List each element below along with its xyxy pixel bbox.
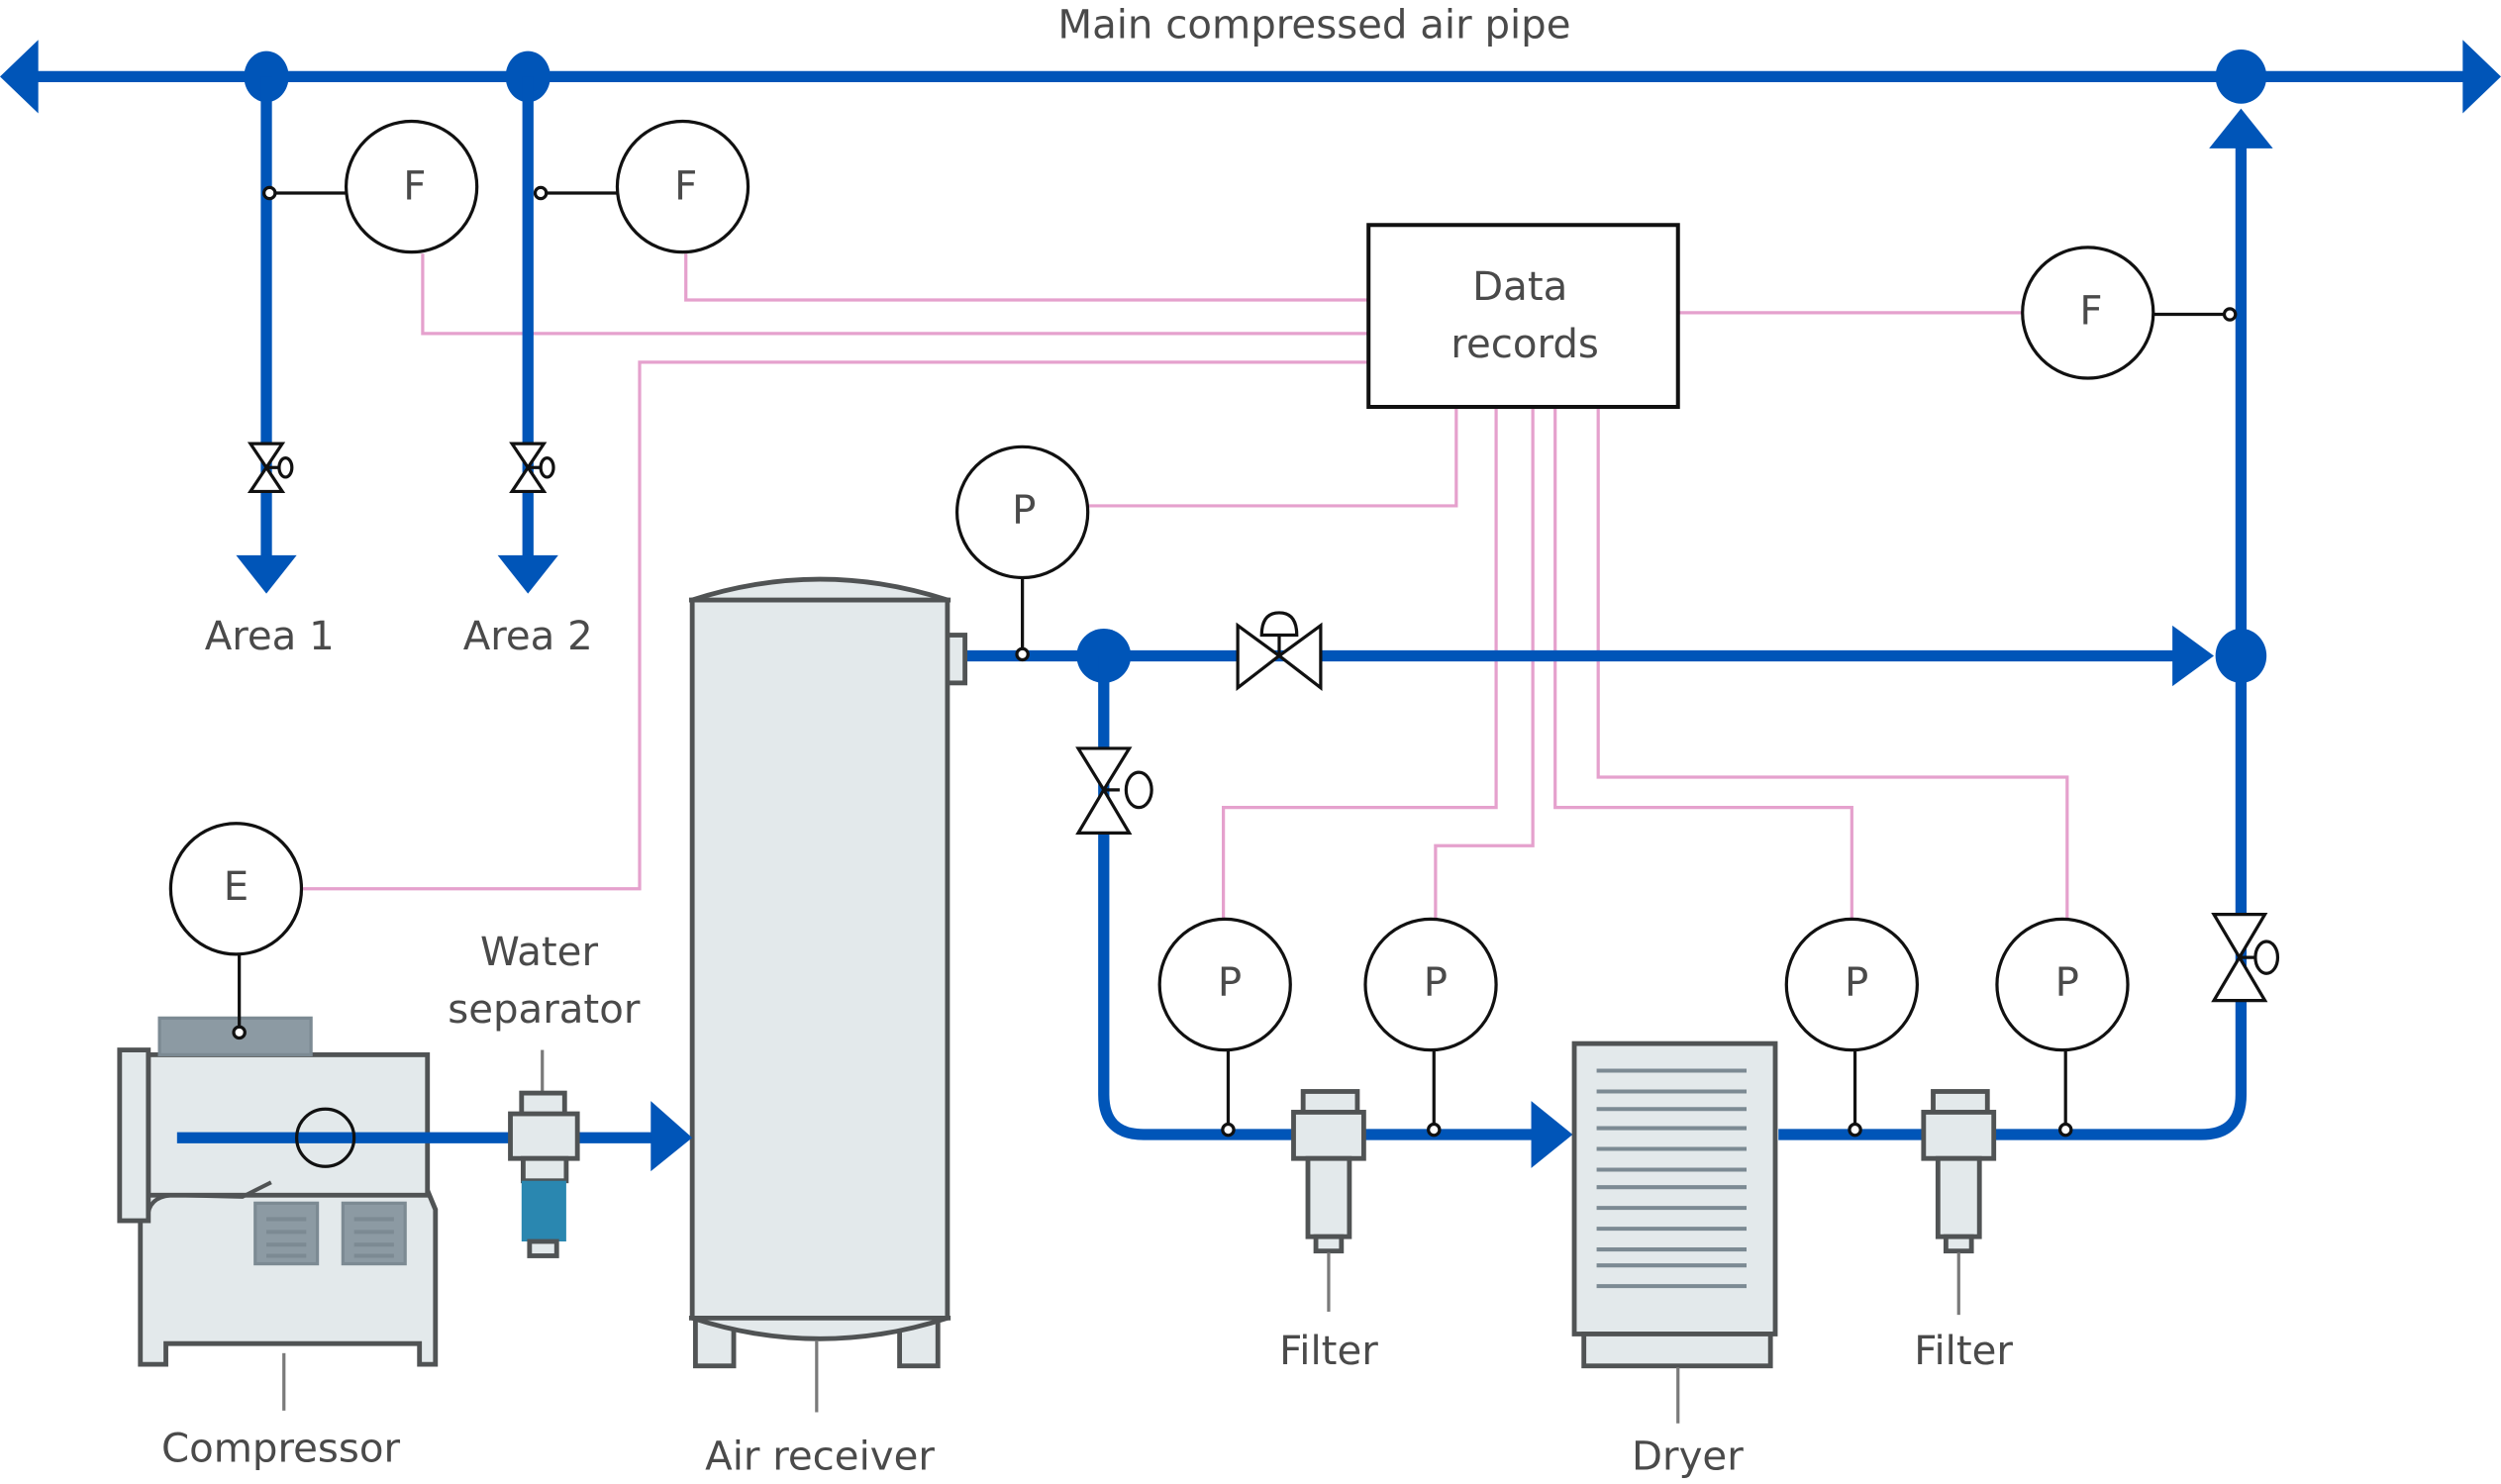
energy-meter-label: E: [224, 864, 249, 910]
pressure-gauge-filter1-out-label: P: [1424, 960, 1448, 1006]
branch-area-1: F Area 1: [205, 76, 479, 659]
signal-line-flow-area1: [421, 253, 1369, 336]
pressure-gauge-filter1-in-label: P: [1218, 960, 1242, 1006]
air-receiver-label: Air receiver: [705, 1434, 935, 1479]
branch-area-2: F Area 2: [463, 76, 750, 659]
arrow-right-icon: [1531, 1101, 1573, 1168]
flow-meter-area2: [615, 119, 750, 254]
pressure-gauge-filter2-out: [1995, 917, 2130, 1052]
pressure-gauge-filter1-in: [1157, 917, 1292, 1052]
filter-1: Filter: [1279, 1089, 1378, 1374]
data-records-label-line1: Data: [1472, 264, 1567, 310]
arrow-right-icon: [2462, 40, 2501, 114]
arrow-left-icon: [0, 40, 39, 114]
junction-node: [2215, 49, 2267, 104]
pressure-gauge-filter2-in-label: P: [1845, 960, 1868, 1006]
flow-meter-area1-label: F: [403, 164, 426, 210]
signal-line-flow-area2: [684, 253, 1369, 302]
arrow-right-icon: [650, 1101, 693, 1172]
energy-meter-circle: [168, 822, 304, 956]
manual-valve-icon: [2211, 912, 2280, 1003]
arrow-up-icon: [2209, 108, 2273, 148]
pressure-gauge-receiver: [954, 445, 1090, 580]
flow-meter-main: [2021, 246, 2155, 380]
data-records-box: Data records: [1366, 223, 1680, 410]
signal-line-pressure-receiver: [1087, 407, 1458, 508]
area1-label: Area 1: [205, 614, 335, 659]
flow-meter-main-label: F: [2079, 288, 2102, 334]
compressor: Compressor: [117, 1016, 439, 1471]
arrow-down-icon: [236, 554, 297, 594]
filter-2: Filter: [1914, 1089, 2013, 1374]
signal-line-energy: [303, 360, 1369, 891]
dryer: Dryer: [1571, 1040, 1778, 1479]
compressor-port-circle: [295, 1107, 356, 1168]
arrow-down-icon: [497, 554, 558, 594]
compressor-label: Compressor: [161, 1426, 401, 1471]
water-separator: Water separator: [448, 930, 641, 1258]
water-reservoir: [521, 1180, 566, 1242]
return-riser: F: [1778, 108, 2280, 1140]
treatment-line: P P P P: [1075, 655, 2130, 1168]
energy-meter: E: [168, 822, 304, 1040]
main-pipe-title: Main compressed air pipe: [1057, 3, 1570, 49]
area2-label: Area 2: [463, 614, 593, 659]
manual-valve-icon: [509, 442, 555, 494]
filter1-label: Filter: [1279, 1329, 1378, 1374]
signal-lines: [303, 253, 2069, 922]
arrow-right-icon: [2172, 625, 2215, 687]
signal-line-pressure-filter1-out: [1434, 407, 1535, 922]
pressure-gauge-filter2-out-label: P: [2055, 960, 2079, 1006]
water-separator-label-line1: Water: [480, 930, 598, 975]
signal-line-pressure-filter2-out: [1596, 407, 2069, 922]
air-receiver: Air receiver: [688, 576, 968, 1479]
junction-node: [2215, 629, 2267, 683]
filter2-label: Filter: [1914, 1329, 2013, 1374]
main-pipe: [0, 40, 2501, 114]
dryer-vent-lines: [1596, 1068, 1748, 1289]
pressure-gauge-filter2-in: [1784, 917, 1919, 1052]
flow-meter-area2-label: F: [674, 164, 697, 210]
signal-line-pressure-filter2-in: [1553, 407, 1853, 922]
dryer-label: Dryer: [1632, 1434, 1744, 1479]
pressure-gauge-receiver-label: P: [1012, 488, 1036, 534]
pressure-gauge-filter1-out: [1363, 917, 1498, 1052]
water-separator-label-line2: separator: [448, 987, 641, 1033]
data-records-label-line2: records: [1451, 322, 1599, 367]
flow-meter-area1: [344, 119, 479, 254]
actuated-valve-icon: [1236, 611, 1323, 691]
signal-line-pressure-filter1-in: [1222, 407, 1498, 922]
manual-valve-icon: [247, 442, 294, 494]
manual-valve-icon: [1075, 746, 1153, 835]
bypass-line: P: [954, 445, 2215, 691]
